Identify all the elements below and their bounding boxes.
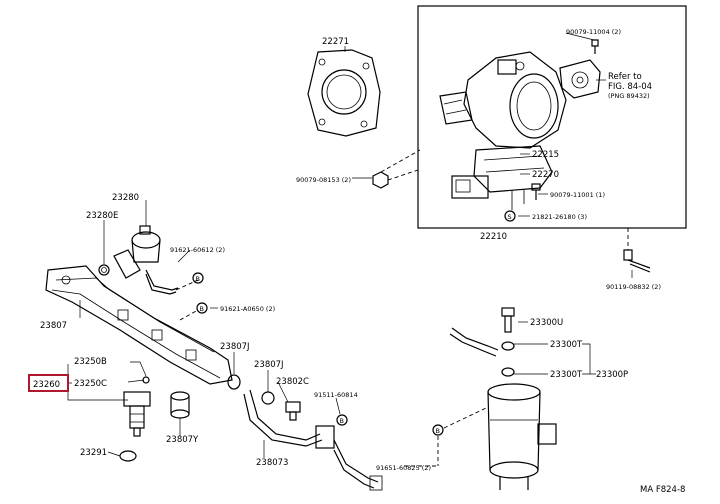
bolt-marker-icon — [192, 272, 204, 284]
gasket-ring-part — [261, 391, 275, 405]
fuel-injector-part — [123, 376, 151, 437]
bolt-marker-icon — [336, 414, 348, 426]
label-23802c: 23802C — [276, 377, 309, 387]
bolt-marker-icon — [432, 424, 444, 436]
label-90079-11004: 90079-11004 (2) — [566, 28, 621, 36]
throttle-sensor-part — [559, 59, 601, 99]
svg-text:B: B — [340, 417, 344, 425]
filter-hose-part — [449, 327, 499, 357]
label-png: (PNG 89432) — [608, 92, 650, 100]
label-23291: 23291 — [80, 448, 107, 458]
label-23250b: 23250B — [74, 357, 107, 367]
highlight-box — [28, 374, 69, 392]
label-23300t-a: 23300T — [550, 340, 583, 350]
bolt-marker-icon — [196, 302, 208, 314]
label-91621-60612: 91621-60612 (2) — [170, 246, 225, 254]
svg-text:B: B — [196, 275, 200, 283]
label-238073: 238073 — [256, 458, 288, 468]
label-91651-60825: 91651-60825 (2) — [376, 464, 431, 472]
nut-part — [372, 171, 389, 189]
gasket-ring-part — [501, 341, 515, 351]
label-23280: 23280 — [112, 193, 139, 203]
throttle-body-part — [439, 51, 567, 210]
label-23260: 23260 — [33, 380, 60, 390]
union-bolt-part — [501, 307, 515, 333]
insulator-part — [170, 391, 190, 419]
label-23300p: 23300P — [596, 370, 628, 380]
label-23807j-b: 23807J — [254, 360, 284, 370]
gasket-ring-part — [501, 367, 515, 377]
label-90079-11001: 90079-11001 (1) — [550, 191, 605, 199]
screw-part — [591, 39, 599, 54]
o-ring-part — [98, 264, 110, 276]
label-22270: 22270 — [532, 170, 559, 180]
fuel-hose-part — [243, 389, 383, 491]
fuel-rail-part — [45, 265, 233, 385]
svg-text:B: B — [200, 305, 204, 313]
pressure-regulator-part — [113, 225, 179, 295]
label-refer-to: Refer to — [608, 72, 642, 82]
svg-text:B: B — [436, 427, 440, 435]
label-22271: 22271 — [322, 37, 349, 47]
screw-part — [531, 183, 541, 200]
seal-part — [119, 450, 137, 462]
gasket-part — [307, 49, 381, 137]
fuel-filter-part — [487, 383, 557, 490]
label-22210: 22210 — [480, 232, 507, 242]
gasket-ring-part — [227, 374, 241, 390]
bolt-part — [623, 249, 651, 273]
throttle-body-inset-box — [417, 5, 687, 229]
label-91511-60814: 91511-60814 — [314, 391, 358, 399]
label-23280e: 23280E — [86, 211, 118, 221]
label-23250c: 23250C — [74, 379, 107, 389]
label-23300t-b: 23300T — [550, 370, 583, 380]
union-bolt-part — [285, 401, 301, 421]
screw-head-icon — [504, 210, 516, 222]
label-90119-08832: 90119-08832 (2) — [606, 283, 661, 291]
screw-marker-s: S — [508, 213, 512, 221]
label-23807: 23807 — [40, 321, 67, 331]
diagram-code: MA F824-8 — [640, 485, 685, 495]
label-90079-08153: 90079-08153 (2) — [296, 176, 351, 184]
label-23807y: 23807Y — [166, 435, 199, 445]
label-fig-84-04: FIG. 84-04 — [608, 82, 652, 92]
label-91621-a0650: 91621-A0650 (2) — [220, 305, 275, 313]
label-23807j-a: 23807J — [220, 342, 250, 352]
label-23300u: 23300U — [530, 318, 563, 328]
label-22215: 22215 — [532, 150, 559, 160]
label-21821: 21821-26180 (3) — [532, 213, 587, 221]
